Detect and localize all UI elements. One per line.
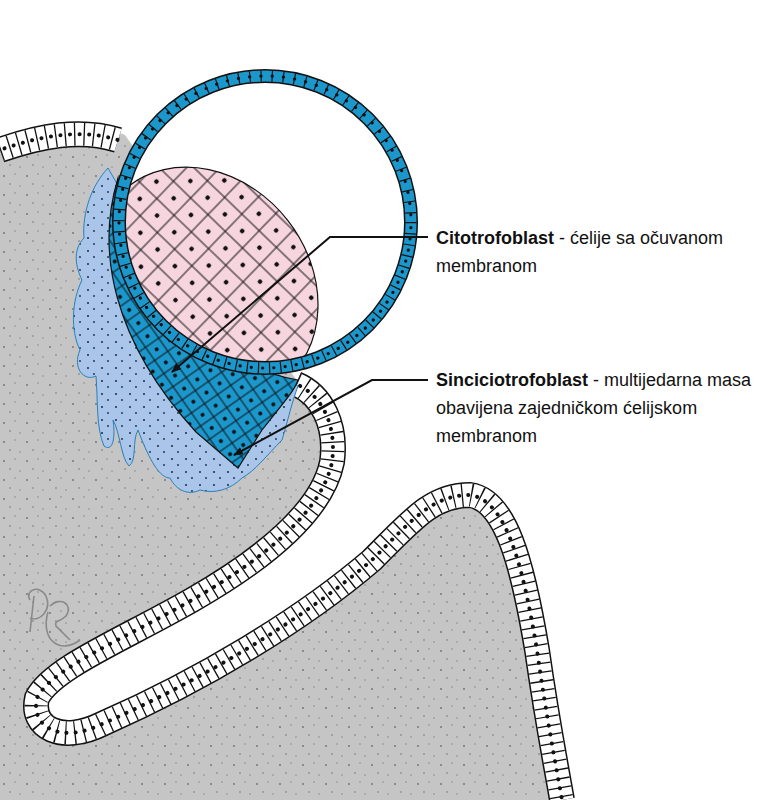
label-block: Citotrofoblast- ćelije sa očuvanom membr… (436, 224, 746, 280)
label-block: Sinciciotrofoblast- multijedarna masa ob… (436, 366, 772, 450)
leader-line (234, 380, 428, 455)
term-label: Sinciciotrofoblast (436, 370, 588, 390)
inner-cell-mass (45, 122, 364, 448)
monogram (29, 589, 80, 646)
term-label: Citotrofoblast (436, 228, 554, 248)
leader-line (172, 237, 428, 372)
surface-epithelium (0, 134, 118, 150)
trophoblast-ring (119, 76, 411, 368)
gland-epithelium (36, 384, 562, 800)
